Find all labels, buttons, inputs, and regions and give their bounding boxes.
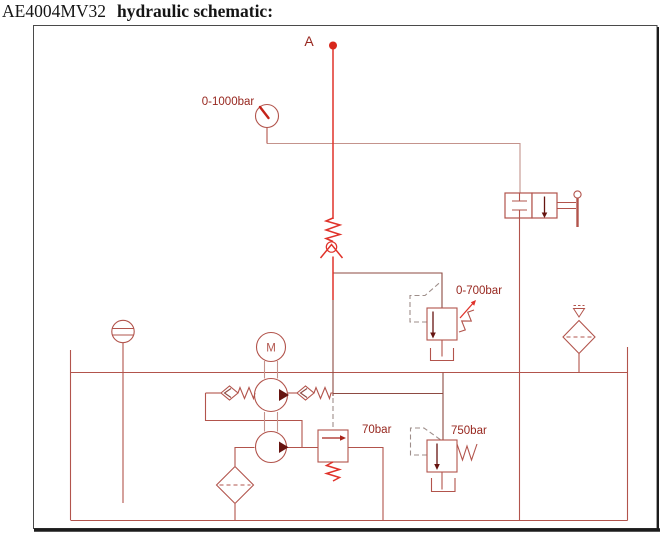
low-pressure-pump [254, 430, 289, 464]
unloader-label: 70bar [362, 424, 392, 436]
suction-check-valve [205, 385, 256, 401]
title-model: AE4004MV32 [2, 1, 106, 21]
relief-750-spring [456, 443, 478, 462]
breather-cap-body [111, 319, 135, 344]
delivery-check-spring [313, 385, 333, 401]
suction-check-seat [223, 388, 232, 398]
air-filter-vent-triangle [572, 308, 586, 318]
relief-700-spring [458, 309, 475, 333]
reservoir [69, 347, 629, 522]
motor-label: M [266, 343, 276, 355]
electric-motor: M [255, 331, 287, 363]
port-A-label: A [304, 33, 314, 49]
check-valve-main [319, 217, 344, 259]
relief-700-adjust-head [470, 300, 476, 306]
relief-700-arrow-head [430, 332, 436, 339]
delivery-check-valve [287, 385, 333, 401]
manual-release-valve [504, 190, 582, 227]
page-title: AE4004MV32 hydraulic schematic: [2, 1, 273, 21]
gauge-needle [258, 105, 270, 120]
hp-pump-flow-triangle [279, 389, 289, 401]
breather-cap-lines [112, 327, 134, 336]
gauge-tee-line [267, 142, 521, 193]
flow-arrow-head [541, 212, 548, 218]
relief-700-label: 0-700bar [456, 285, 502, 297]
motor-shaft [263, 361, 279, 379]
check-valve-ball [325, 241, 338, 253]
relief-700-feed-line [333, 272, 443, 308]
unloader-return-line [348, 446, 384, 520]
relief-750-body [426, 439, 458, 473]
unloader-arrow-head [340, 435, 346, 441]
port-A-dot [329, 41, 337, 50]
pilot-relief-valve-700bar: 0-700bar [409, 281, 502, 362]
lp-pump-flow-triangle [279, 441, 289, 453]
relief-750-drain-tank [430, 478, 456, 493]
lever-knob [573, 190, 582, 199]
unloader-spring [323, 461, 343, 482]
lever-links [557, 201, 576, 210]
piping [204, 142, 521, 520]
interstage-loop-line [204, 393, 303, 448]
relief-750-arrow-head [434, 464, 440, 470]
check-valve-seat [319, 243, 344, 259]
air-filter [562, 305, 596, 372]
gauge-range-label: 0-1000bar [202, 96, 255, 108]
relief-750-pilot-line [409, 427, 442, 456]
relief-750-label: 750bar [451, 425, 487, 437]
pump-group: M [253, 331, 289, 464]
relief-700-pilot-line [409, 281, 442, 323]
pump-shaft [263, 412, 279, 432]
title-heading: hydraulic schematic: [117, 1, 273, 21]
relief-700-drain-tank [429, 348, 455, 362]
delivery-check-seat [299, 388, 308, 398]
unloader-valve-70bar: 70bar [317, 424, 392, 482]
release-valve-closed-box [504, 192, 533, 219]
port-A: A [304, 33, 337, 50]
filler-breather-cap [111, 319, 135, 503]
lp-suction-line [234, 446, 255, 466]
suction-filter [215, 465, 255, 505]
suction-check-spring [237, 385, 256, 401]
pressure-gauge: 0-1000bar [202, 96, 280, 144]
main-relief-valve-750bar: 750bar [409, 425, 487, 493]
check-valve-spring [323, 217, 343, 243]
unloader-body [317, 429, 349, 463]
blocked-port-symbol [512, 193, 527, 218]
